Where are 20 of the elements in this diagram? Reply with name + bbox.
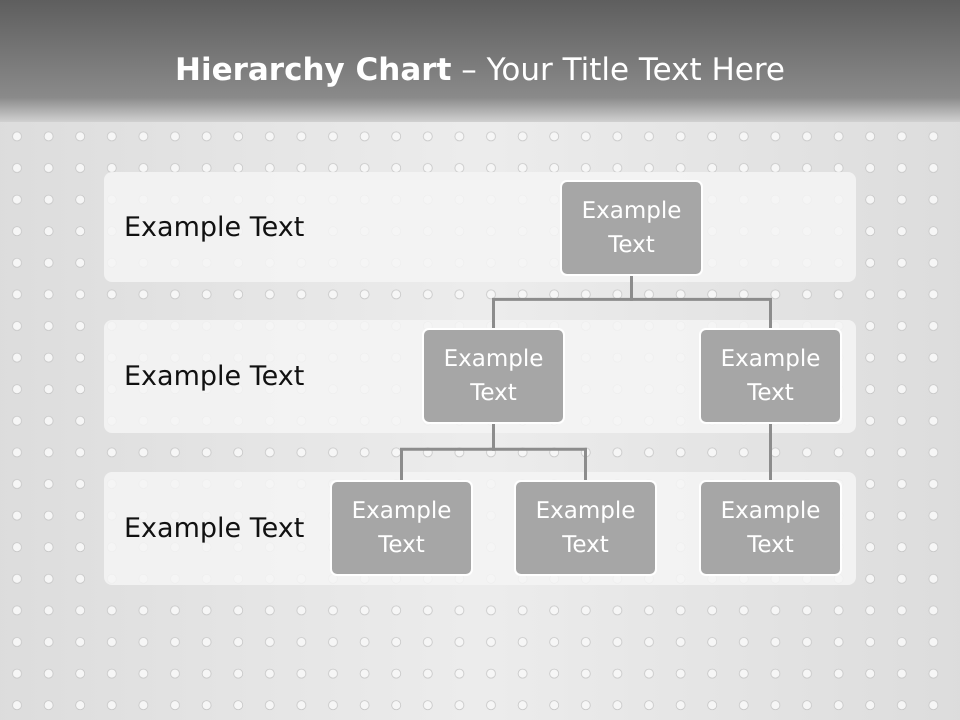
org-box: [330, 480, 473, 576]
box-label: Example Text: [720, 497, 822, 560]
box-label: Example Text: [720, 345, 822, 408]
box-label: Example Text: [534, 497, 636, 560]
level-band: [104, 472, 856, 585]
connector-line: [769, 424, 772, 480]
org-box: [514, 480, 657, 576]
level-band: [104, 320, 856, 433]
level-band: [104, 172, 856, 282]
slide-title: Hierarchy Chart – Your Title Text Here: [174, 52, 786, 88]
org-box: [560, 180, 703, 276]
org-box: [699, 328, 842, 424]
box-label: Example Text: [580, 197, 682, 260]
level-label: Example Text: [124, 360, 304, 394]
level-label: Example Text: [124, 512, 304, 546]
level-label: Example Text: [124, 210, 304, 244]
box-label: Example Text: [442, 345, 544, 408]
box-label: Example Text: [350, 497, 452, 560]
org-box: [422, 328, 565, 424]
org-box: [699, 480, 842, 576]
